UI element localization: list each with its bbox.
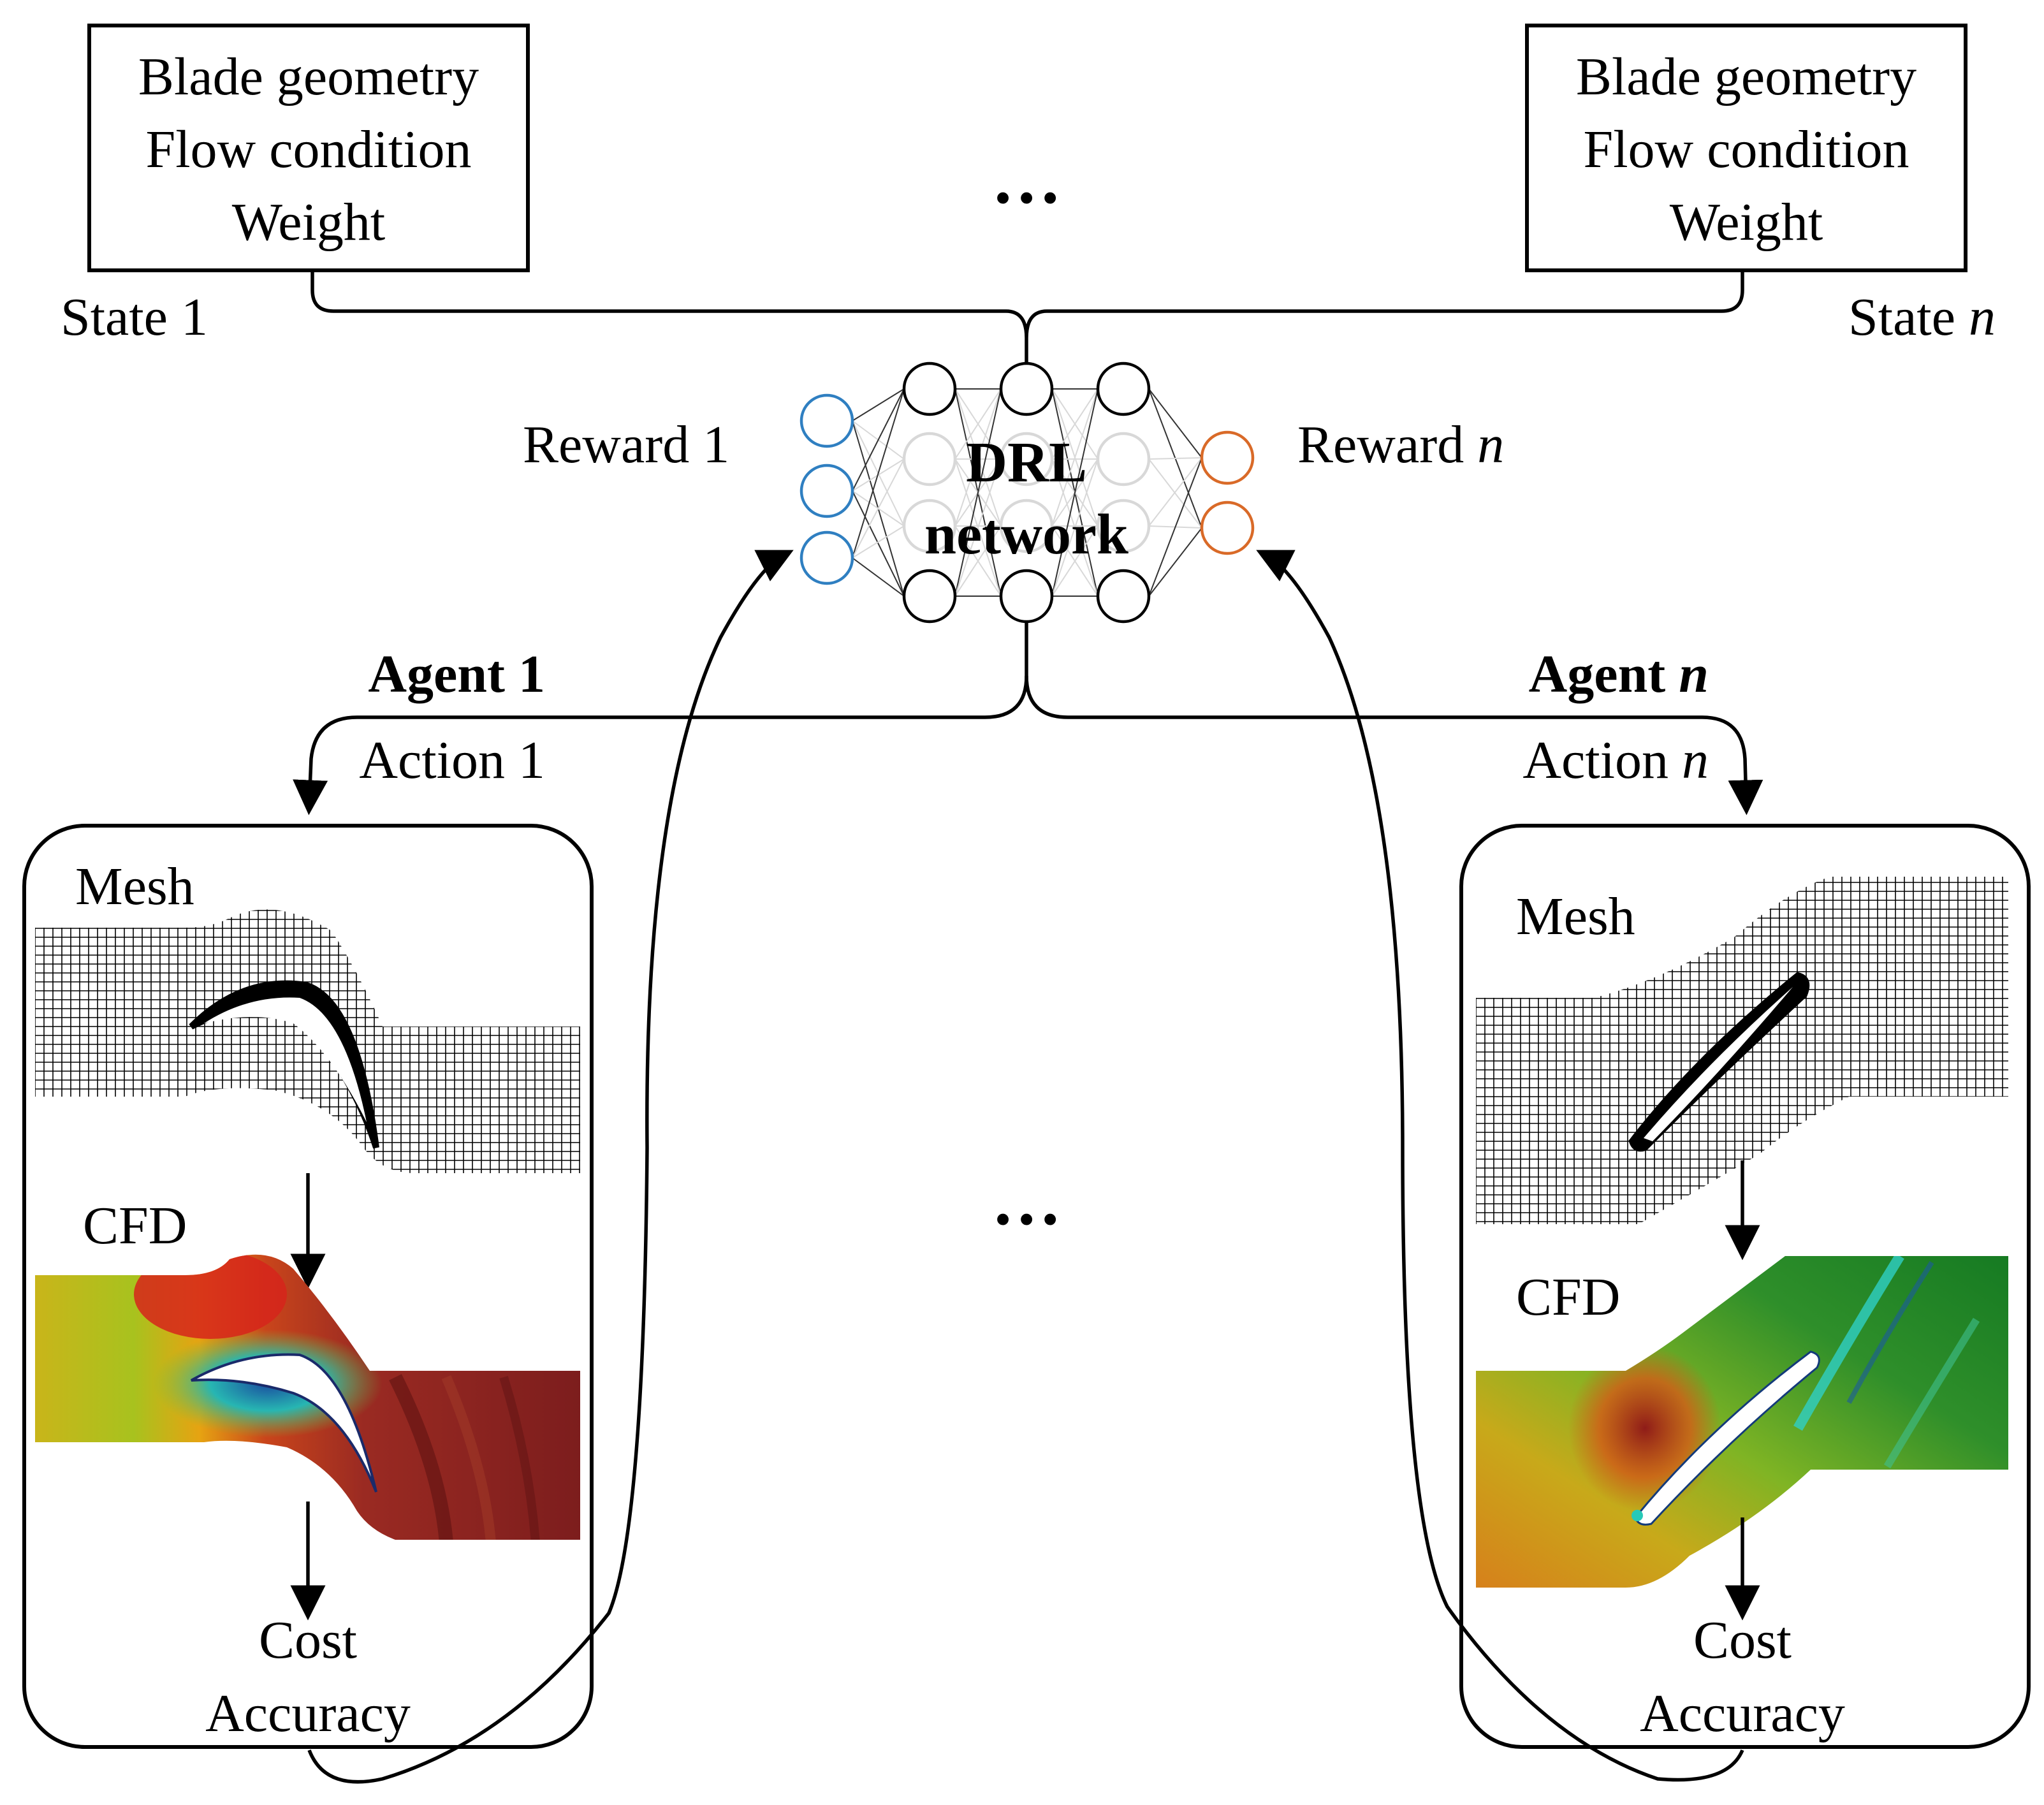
network-hidden-node <box>1096 499 1151 553</box>
state-n-label: State n <box>1848 288 1996 347</box>
network-edge <box>852 490 905 597</box>
network-hidden-node <box>902 362 957 416</box>
panel-n-mesh-label: Mesh <box>1516 887 1635 946</box>
network-edge <box>954 388 1002 460</box>
network-title-line-2: network <box>924 503 1128 566</box>
state-n-line-3: Weight <box>1670 193 1823 252</box>
panel-n-blade <box>1644 987 1793 1141</box>
network-edge <box>954 525 1002 597</box>
network-edge <box>1148 527 1202 597</box>
network-edge <box>1051 458 1099 597</box>
network-edge <box>1148 457 1202 597</box>
network-hidden-node <box>1096 432 1151 486</box>
network-hidden-node <box>902 499 957 553</box>
panel-1-cost-label: Cost <box>259 1611 357 1670</box>
state-1-line-3: Weight <box>232 193 386 252</box>
agent-1-panel: Mesh CFD Cost Accuracy <box>22 824 594 1749</box>
network-hidden-node <box>1096 362 1151 416</box>
network-hidden-node <box>1096 569 1151 624</box>
panel-1-cfd-blade <box>191 1353 377 1493</box>
panel-n-accuracy-label: Accuracy <box>1640 1684 1845 1743</box>
reward-n-label: Reward n <box>1297 415 1504 474</box>
network-title-line-1: DRL <box>966 431 1087 494</box>
agent-n-title: Agent n <box>1529 645 1709 704</box>
network-edge <box>1148 458 1202 529</box>
drl-network: DRL network <box>799 362 1255 624</box>
network-edge <box>954 458 1002 597</box>
network-output-node <box>1200 430 1255 485</box>
panel-n-cfd-blade <box>1634 1350 1820 1526</box>
panel-n-cost-label: Cost <box>1693 1611 1792 1670</box>
reward-1-loop <box>307 550 794 1784</box>
action-1-arrow <box>293 622 1028 815</box>
network-edge <box>1148 457 1202 460</box>
network-hidden-node <box>999 362 1054 416</box>
ellipsis-middle: … <box>991 1162 1062 1239</box>
reward-1-label: Reward 1 <box>523 415 729 474</box>
network-edge <box>1051 525 1099 597</box>
panel-1-mesh-image <box>35 909 580 1173</box>
panel-1-mesh-label: Mesh <box>75 857 194 916</box>
state-n-box: Blade geometry Flow condition Weight <box>1525 24 1967 272</box>
network-edge <box>1148 388 1202 458</box>
ellipsis-top: … <box>991 140 1062 218</box>
network-input-node <box>799 530 854 585</box>
action-n-label: Action n <box>1522 731 1709 790</box>
state-connector <box>310 272 1744 373</box>
network-edge <box>852 525 905 559</box>
panel-n-cfd-stagnation <box>1632 1510 1643 1521</box>
network-hidden-node <box>999 432 1054 486</box>
agent-n-panel: Mesh CFD Cost Accuracy <box>1459 824 2031 1749</box>
network-edge <box>852 388 905 421</box>
network-edges <box>852 388 1202 597</box>
state-1-label: State 1 <box>61 288 208 347</box>
network-nodes <box>799 362 1255 624</box>
network-hidden-node <box>999 569 1054 624</box>
action-n-arrow <box>1025 675 1763 815</box>
panel-1-accuracy-label: Accuracy <box>205 1684 411 1743</box>
network-edge <box>852 557 905 597</box>
state-n-line-1: Blade geometry <box>1576 47 1916 106</box>
network-hidden-node <box>999 499 1054 553</box>
network-edge <box>954 388 1002 527</box>
network-edge <box>1051 388 1099 527</box>
network-output-node <box>1200 501 1255 555</box>
network-edge <box>852 458 905 559</box>
network-edge <box>1148 457 1202 527</box>
state-n-line-2: Flow condition <box>1583 120 1909 179</box>
action-1-label: Action 1 <box>359 731 545 790</box>
network-hidden-node <box>902 569 957 624</box>
state-1-line-2: Flow condition <box>145 120 471 179</box>
reward-n-loop <box>1256 550 1744 1782</box>
state-1-line-1: Blade geometry <box>138 47 479 106</box>
network-input-node <box>799 464 854 518</box>
network-edge <box>852 388 905 559</box>
network-edge <box>852 388 905 492</box>
agent-1-title: Agent 1 <box>368 645 545 704</box>
panel-n-cfd-label: CFD <box>1516 1268 1620 1327</box>
network-edge <box>1051 388 1099 597</box>
network-input-node <box>799 393 854 448</box>
network-edge <box>1051 388 1099 460</box>
network-edge <box>954 388 1002 597</box>
panel-1-cfd-label: CFD <box>83 1196 187 1255</box>
state-1-box: Blade geometry Flow condition Weight <box>87 24 530 272</box>
network-hidden-node <box>902 432 957 486</box>
panel-1-blade <box>204 997 367 1122</box>
